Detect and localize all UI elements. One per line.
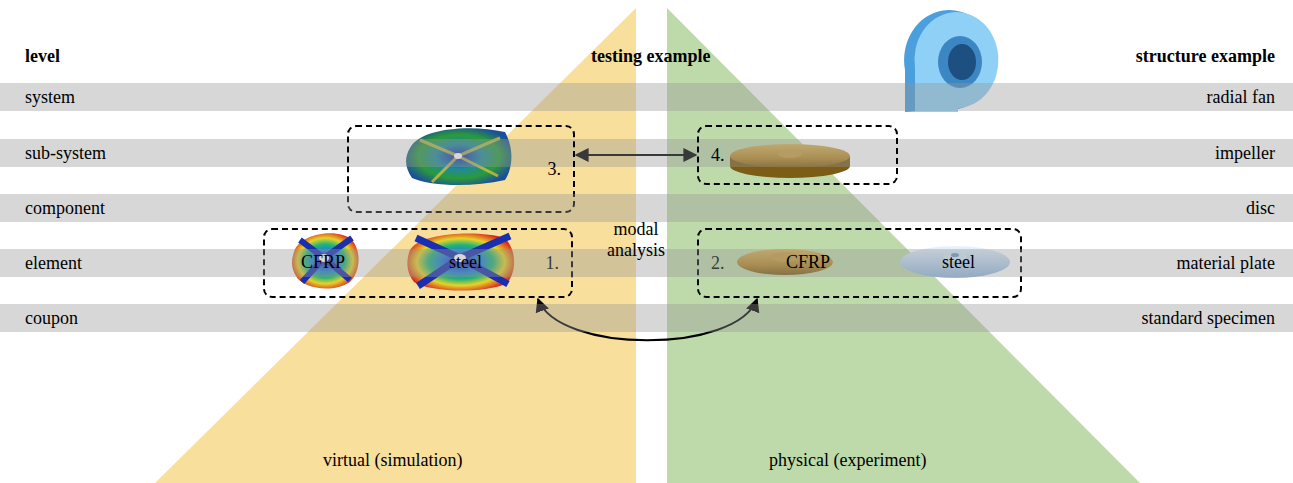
annotation-label: physical (experiment) bbox=[769, 450, 926, 471]
level-band: component disc bbox=[0, 194, 1293, 222]
physical-triangle bbox=[667, 8, 1140, 483]
level-name: element bbox=[25, 253, 82, 274]
level-band: system radial fan bbox=[0, 83, 1293, 111]
annotation-label: CFRP bbox=[786, 252, 830, 273]
callout-number: 3. bbox=[548, 159, 562, 180]
level-name: system bbox=[25, 87, 75, 108]
annotation-label: virtual (simulation) bbox=[323, 450, 462, 471]
column-heading: level bbox=[25, 46, 60, 67]
structure-name: radial fan bbox=[1207, 87, 1275, 108]
annotation-label: modal analysis bbox=[591, 219, 681, 260]
callout-number: 4. bbox=[711, 145, 725, 166]
level-name: sub-system bbox=[25, 143, 106, 164]
level-band: coupon standard specimen bbox=[0, 304, 1293, 332]
structure-name: material plate bbox=[1177, 253, 1275, 274]
virtual-triangle bbox=[155, 8, 636, 483]
annotation-label: steel bbox=[449, 252, 482, 273]
annotation-label: steel bbox=[942, 252, 975, 273]
column-heading: testing example bbox=[591, 46, 710, 67]
annotation-label: CFRP bbox=[301, 252, 345, 273]
structure-name: disc bbox=[1246, 198, 1275, 219]
structure-name: standard specimen bbox=[1142, 308, 1275, 329]
level-name: component bbox=[25, 198, 105, 219]
column-heading: structure example bbox=[1136, 46, 1275, 67]
structure-name: impeller bbox=[1215, 143, 1275, 164]
level-name: coupon bbox=[25, 308, 78, 329]
dashed-group-box: 4. bbox=[697, 125, 898, 185]
level-band: sub-system impeller bbox=[0, 139, 1293, 167]
